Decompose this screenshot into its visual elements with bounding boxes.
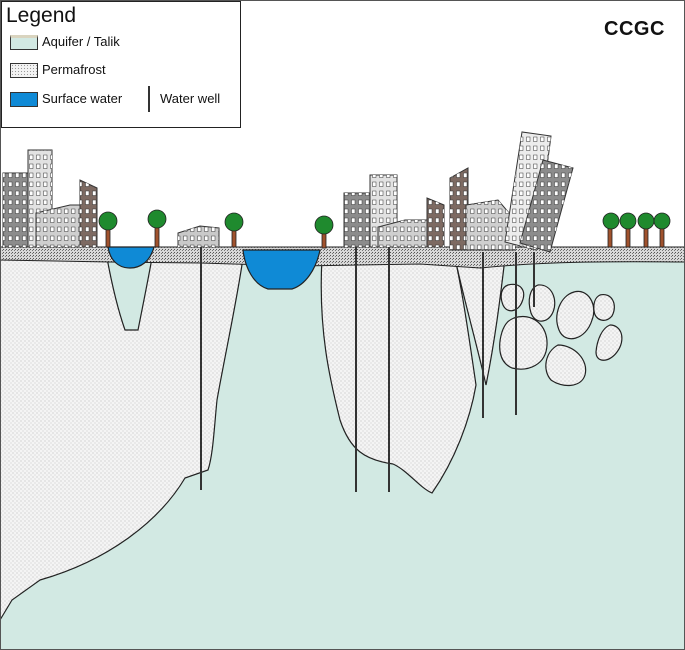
surface-water-bodies <box>107 246 321 290</box>
surface-water-swatch <box>10 92 38 107</box>
water-wells <box>200 247 535 492</box>
legend-label-water-well: Water well <box>160 91 221 106</box>
tree <box>653 212 671 248</box>
tree <box>224 212 244 248</box>
aquifer-swatch <box>10 35 38 50</box>
city-buildings <box>2 131 574 253</box>
legend-label-permafrost: Permafrost <box>42 62 106 77</box>
water-well-swatch <box>148 86 150 112</box>
tree <box>637 212 655 248</box>
ccgc-logo-text: CCGC <box>604 18 665 40</box>
trees <box>98 209 671 249</box>
legend-title: Legend <box>6 4 77 27</box>
permafrost-bodies <box>0 257 623 622</box>
legend: Legend Aquifer / Talik Permafrost Surfac… <box>1 1 241 128</box>
tree <box>602 212 620 248</box>
legend-label-surface-water: Surface water <box>42 91 123 106</box>
legend-label-aquifer: Aquifer / Talik <box>42 34 120 49</box>
tree <box>619 212 637 248</box>
permafrost-swatch <box>10 63 38 78</box>
tree <box>314 215 334 249</box>
active-layer <box>0 246 685 269</box>
tree <box>98 211 118 248</box>
tree <box>147 209 167 248</box>
